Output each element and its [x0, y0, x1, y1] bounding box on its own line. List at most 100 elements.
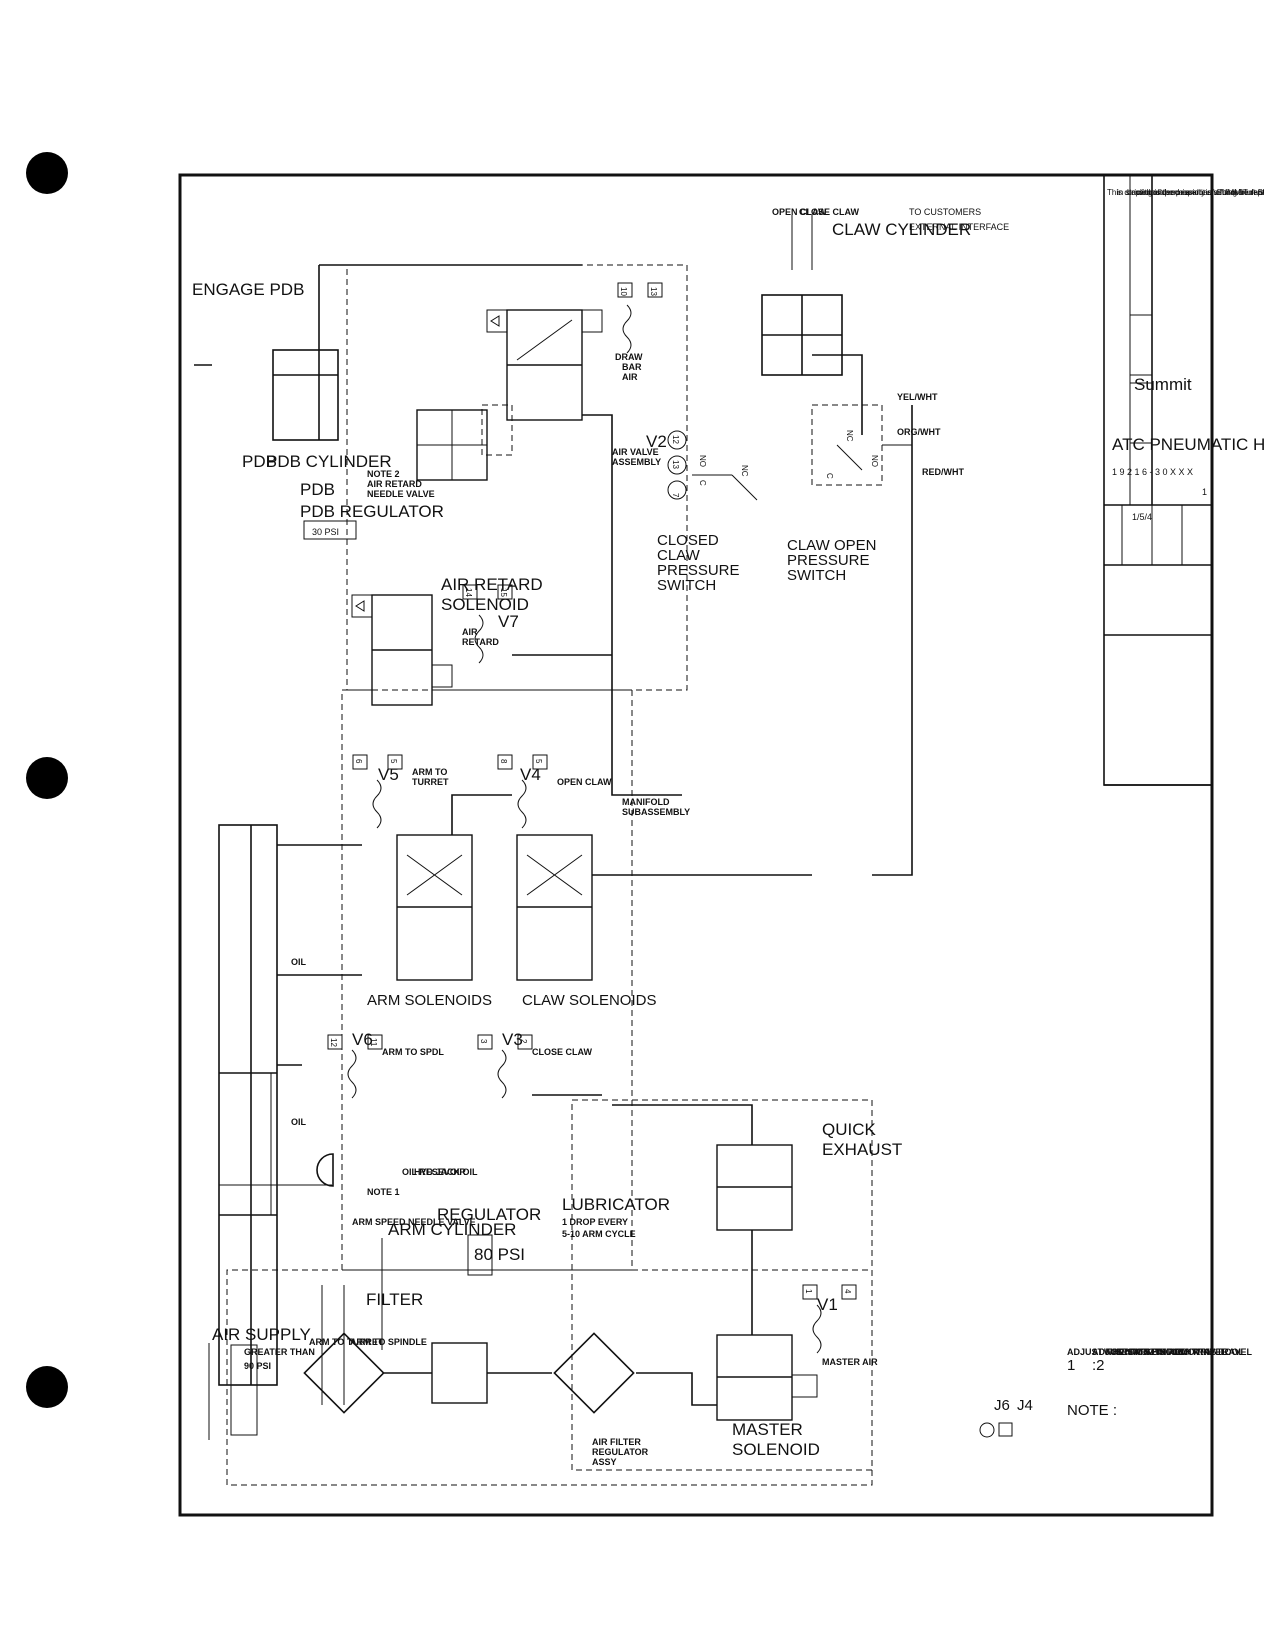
v1-coil-icon [812, 1304, 822, 1354]
retard-coil-label-2: RETARD [462, 637, 499, 647]
retard-needle-label-2: NEEDLE VALVE [367, 489, 435, 499]
regulator-label: REGULATOR [437, 1205, 541, 1224]
claw-open-switch-label-2: PRESSURE [787, 552, 870, 569]
j4-legend-icon [998, 1422, 1013, 1437]
air-retard-solenoid-label-1: AIR RETARD [441, 575, 543, 594]
air-supply-title: AIR SUPPLY [212, 1325, 311, 1344]
punch-hole-bottom [26, 1366, 68, 1408]
note-2-label: NOTE 2 [367, 469, 400, 479]
pdb-cylinder-label: PDB CYLINDER [266, 452, 392, 471]
note-1-text: ADJUST FOR SMOOTH ARM TRAVEL [1067, 1347, 1227, 1357]
claw-cylinder-label: CLAW CYLINDER [832, 220, 971, 239]
note-1-number: 1 [1067, 1357, 1075, 1374]
note-2-text-a: ADJUST FOR SMOOTH ARM TRAVEL [1092, 1347, 1252, 1357]
master-solenoid-box [571, 1099, 873, 1471]
revision-date: 1/5/4 [1132, 512, 1152, 522]
v2-draw-label: DRAW [615, 352, 643, 362]
v2-pin-10: 10 [619, 287, 628, 296]
disclaimer-line-1: This drawing is the property of SUMMIT. … [1107, 188, 1264, 197]
v2-valve [486, 309, 603, 421]
j4-legend-label: J4 [1017, 1397, 1033, 1414]
afr-label-2: REGULATOR [592, 1447, 649, 1457]
claw-cylinder [761, 294, 843, 376]
claw-solenoids-label: CLAW SOLENOIDS [522, 992, 656, 1009]
punch-hole-middle [26, 757, 68, 799]
hyd-jack-oil-label: HYD JACK OIL [414, 1167, 478, 1177]
v6-pin-12: 12 [329, 1038, 338, 1047]
j6-legend-icon [979, 1422, 995, 1438]
master-air-label: MASTER AIR [822, 1357, 878, 1367]
v2-coil-icon [622, 304, 632, 354]
v4-pin-8: 8 [499, 759, 508, 764]
manifold-label-2: SUBASSEMBLY [622, 807, 690, 817]
quick-exhaust-label-2: EXHAUST [822, 1140, 902, 1159]
note-2-number: :2 [1092, 1357, 1105, 1374]
arm-to-spindle-label: ARM TO SPINDLE [350, 1337, 427, 1347]
v2-bar-label: BAR [622, 362, 642, 372]
oil-reservoir-icon [316, 1153, 334, 1187]
note-2-text-b: WHEN ARM IS REMOVING TOOL [1104, 1347, 1245, 1357]
air-valve-assembly-label-2: ASSEMBLY [612, 457, 661, 467]
v3-pin-2: 2 [519, 1039, 528, 1044]
lubricator-label: LUBRICATOR [562, 1195, 670, 1214]
punch-hole-top [26, 152, 68, 194]
air-retard-solenoid [351, 594, 453, 706]
retard-coil-label-1: AIR [462, 627, 478, 637]
note-2-text-c: FROM SPINDLE. [1116, 1347, 1187, 1357]
v6-pin-11: 11 [369, 1038, 378, 1047]
v4-open-claw-label: OPEN CLAW [557, 777, 612, 787]
quick-exhaust-label-1: QUICK [822, 1120, 877, 1139]
arm-cylinder: OIL OIL [218, 824, 307, 1386]
v5-label-2: TURRET [412, 777, 449, 787]
closed-claw-switch-label-1: CLOSED [657, 532, 719, 549]
v5-pin-6: 6 [354, 759, 363, 764]
v7-coil-icon [474, 614, 484, 664]
arm-solenoid-valve [396, 834, 473, 981]
arm-cylinder-title: ARM CYLINDER [388, 1220, 516, 1239]
lubricator-rate-2: 5-10 ARM CYCLE [562, 1229, 636, 1239]
claw-open-pressure-switch [811, 404, 912, 486]
arm-to-turret-label: ARM TO TURRET [309, 1337, 384, 1347]
v4-coil-icon [517, 779, 527, 829]
claw-solenoid-valve [516, 834, 593, 981]
closed-claw-switch-label-2: CLAW [657, 547, 701, 564]
engage-pdb-label: ENGAGE PDB [192, 280, 304, 299]
v6-arm-to-spdl-label: ARM TO SPDL [382, 1047, 444, 1057]
j6-legend-label: J6 [994, 1397, 1010, 1414]
pdb-regulator-label: PDB REGULATOR [300, 502, 444, 521]
air-valve-assembly-label-1: AIR VALVE [612, 447, 659, 457]
greater-than-label: GREATER THAN [244, 1347, 315, 1357]
pdb-cylinder [272, 349, 339, 441]
master-solenoid-label-2: SOLENOID [732, 1440, 820, 1459]
afr-label-3: ASSY [592, 1457, 617, 1467]
drawing-sheet: 1 [1202, 487, 1207, 497]
v1-label: V1 [817, 1295, 838, 1314]
arm-speed-needle-valve-label: ARM SPEED NEEDLE VALVE [352, 1217, 476, 1227]
regulator-psi: 80 PSI [474, 1245, 525, 1264]
claw-open-switch-label-3: SWITCH [787, 567, 846, 584]
v2-air-label: AIR [622, 372, 638, 382]
claw-open-switch-label-1: CLAW OPEN [787, 537, 876, 554]
claw-open-label: OPEN CLAW [772, 207, 827, 217]
open-switch-yel: YEL/WHT [897, 392, 938, 402]
oil-label-b: OIL [291, 1117, 307, 1127]
v7-label: V7 [498, 612, 519, 631]
title-block [1103, 174, 1213, 786]
v2-label: V2 [646, 432, 667, 451]
v1-pin-1: 1 [804, 1289, 813, 1294]
open-switch-red: RED/WHT [922, 467, 964, 477]
quick-exhaust-valve [716, 1144, 793, 1231]
v5-label-1: ARM TO [412, 767, 447, 777]
closed-switch-pin-7: 7 [671, 493, 680, 498]
closed-switch-pin-13: 13 [671, 460, 680, 469]
open-switch-org: ORG/WHT [897, 427, 941, 437]
disclaimer-line-4: without permission in writing from SUMMI… [1136, 188, 1264, 197]
v5-coil-icon [372, 779, 382, 829]
v3-pin-3: 3 [479, 1039, 488, 1044]
closed-claw-switch-label-3: PRESSURE [657, 562, 740, 579]
master-solenoid-valve [716, 1334, 818, 1421]
claw-close-label: CLOSE CLAW [799, 207, 860, 217]
v5-pin-5: 5 [389, 759, 398, 764]
filter-icon [303, 1332, 385, 1414]
